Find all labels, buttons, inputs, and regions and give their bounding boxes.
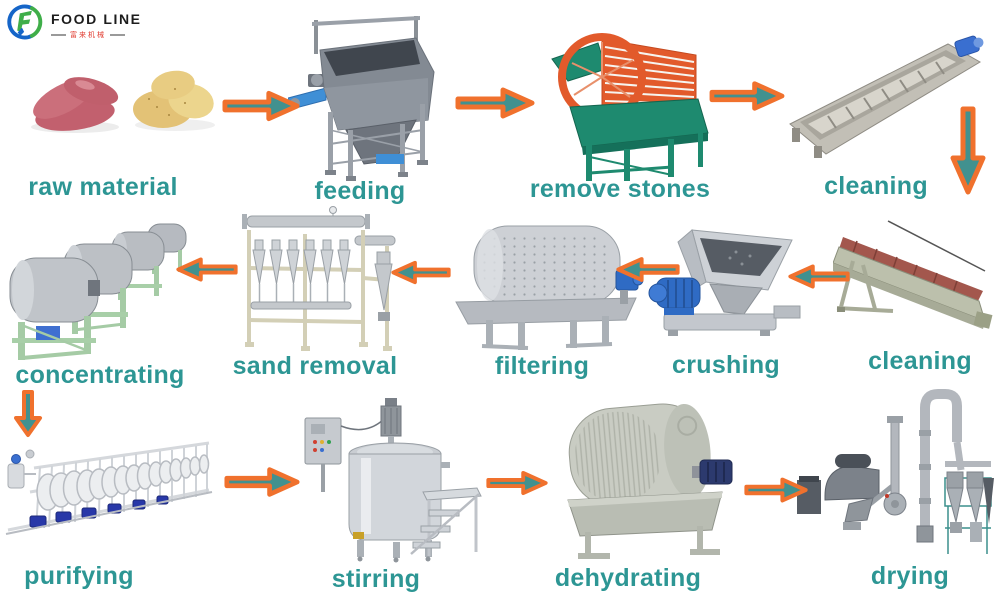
arrow-crushing-to-filtering	[616, 257, 680, 282]
stage-filtering	[452, 220, 644, 352]
cleaning-machine-1-image	[789, 35, 984, 158]
arrow-sand-removal-to-concentrating	[176, 257, 238, 282]
arrow-feeding-to-remove-stones	[455, 87, 535, 119]
arrow-cleaning-down	[950, 106, 986, 195]
stage-label-crushing: crushing	[672, 351, 780, 379]
foodline-ring-logo-icon	[7, 4, 43, 40]
brand-name: FOOD LINE	[51, 11, 142, 27]
subtitle-line-right	[110, 34, 125, 36]
stage-drying	[795, 386, 995, 558]
stage-label-raw-material: raw material	[28, 173, 178, 201]
stage-purifying	[2, 430, 217, 548]
stage-label-sand-removal: sand removal	[232, 352, 398, 380]
drying-machine-image	[797, 389, 994, 554]
sand-removal-machine-image	[242, 206, 396, 351]
stage-cleaning-1	[788, 28, 988, 168]
brand-subtitle: 富来机械	[70, 32, 106, 39]
stage-raw-material	[25, 55, 220, 137]
logo: FOOD LINE 富来机械	[6, 3, 142, 41]
arrow-raw-material-to-feeding	[222, 90, 300, 122]
stage-concentrating	[2, 210, 187, 362]
feeding-machine-image	[288, 16, 435, 181]
concentrating-machine-image	[9, 223, 187, 360]
stage-label-stirring: stirring	[331, 565, 421, 593]
subtitle-line-left	[51, 34, 66, 36]
stage-label-filtering: filtering	[494, 352, 590, 380]
purifying-machine-image	[5, 441, 213, 535]
stage-label-dehydrating: dehydrating	[554, 564, 702, 592]
stage-feeding	[288, 12, 458, 184]
stage-label-concentrating: concentrating	[15, 361, 185, 389]
stage-stirring	[295, 396, 483, 564]
logo-text: FOOD LINE 富来机械	[51, 11, 142, 40]
filtering-machine-image	[455, 225, 644, 350]
stage-label-remove-stones: remove stones	[529, 175, 711, 203]
stage-label-cleaning-1: cleaning	[824, 172, 928, 200]
stage-label-purifying: purifying	[24, 562, 134, 590]
stage-crushing	[640, 226, 802, 348]
crushing-machine-image	[648, 229, 801, 336]
stage-label-drying: drying	[870, 562, 950, 590]
cleaning-machine-2-image	[833, 220, 993, 329]
stage-label-cleaning-2: cleaning	[868, 347, 972, 375]
arrow-purifying-to-stirring	[224, 467, 300, 497]
arrow-remove-stones-to-cleaning	[709, 81, 785, 111]
arrow-filtering-to-sand-removal	[391, 260, 451, 285]
remove-stones-machine-image	[551, 33, 709, 181]
arrow-cleaning-to-crushing	[788, 264, 850, 289]
arrow-stirring-to-dehydrating	[486, 470, 548, 496]
stirring-machine-image	[304, 398, 482, 563]
stage-cleaning-2	[833, 213, 1000, 343]
stage-remove-stones	[550, 15, 715, 183]
stage-dehydrating	[550, 400, 745, 562]
arrow-dehydrating-to-drying	[744, 477, 808, 503]
brand-subtitle-row: 富来机械	[51, 30, 142, 40]
stage-sand-removal	[235, 206, 403, 352]
arrow-concentrating-to-purifying	[14, 390, 42, 437]
raw-material-image	[31, 70, 215, 133]
dehydrating-machine-image	[567, 403, 733, 559]
stage-label-feeding: feeding	[314, 177, 406, 205]
